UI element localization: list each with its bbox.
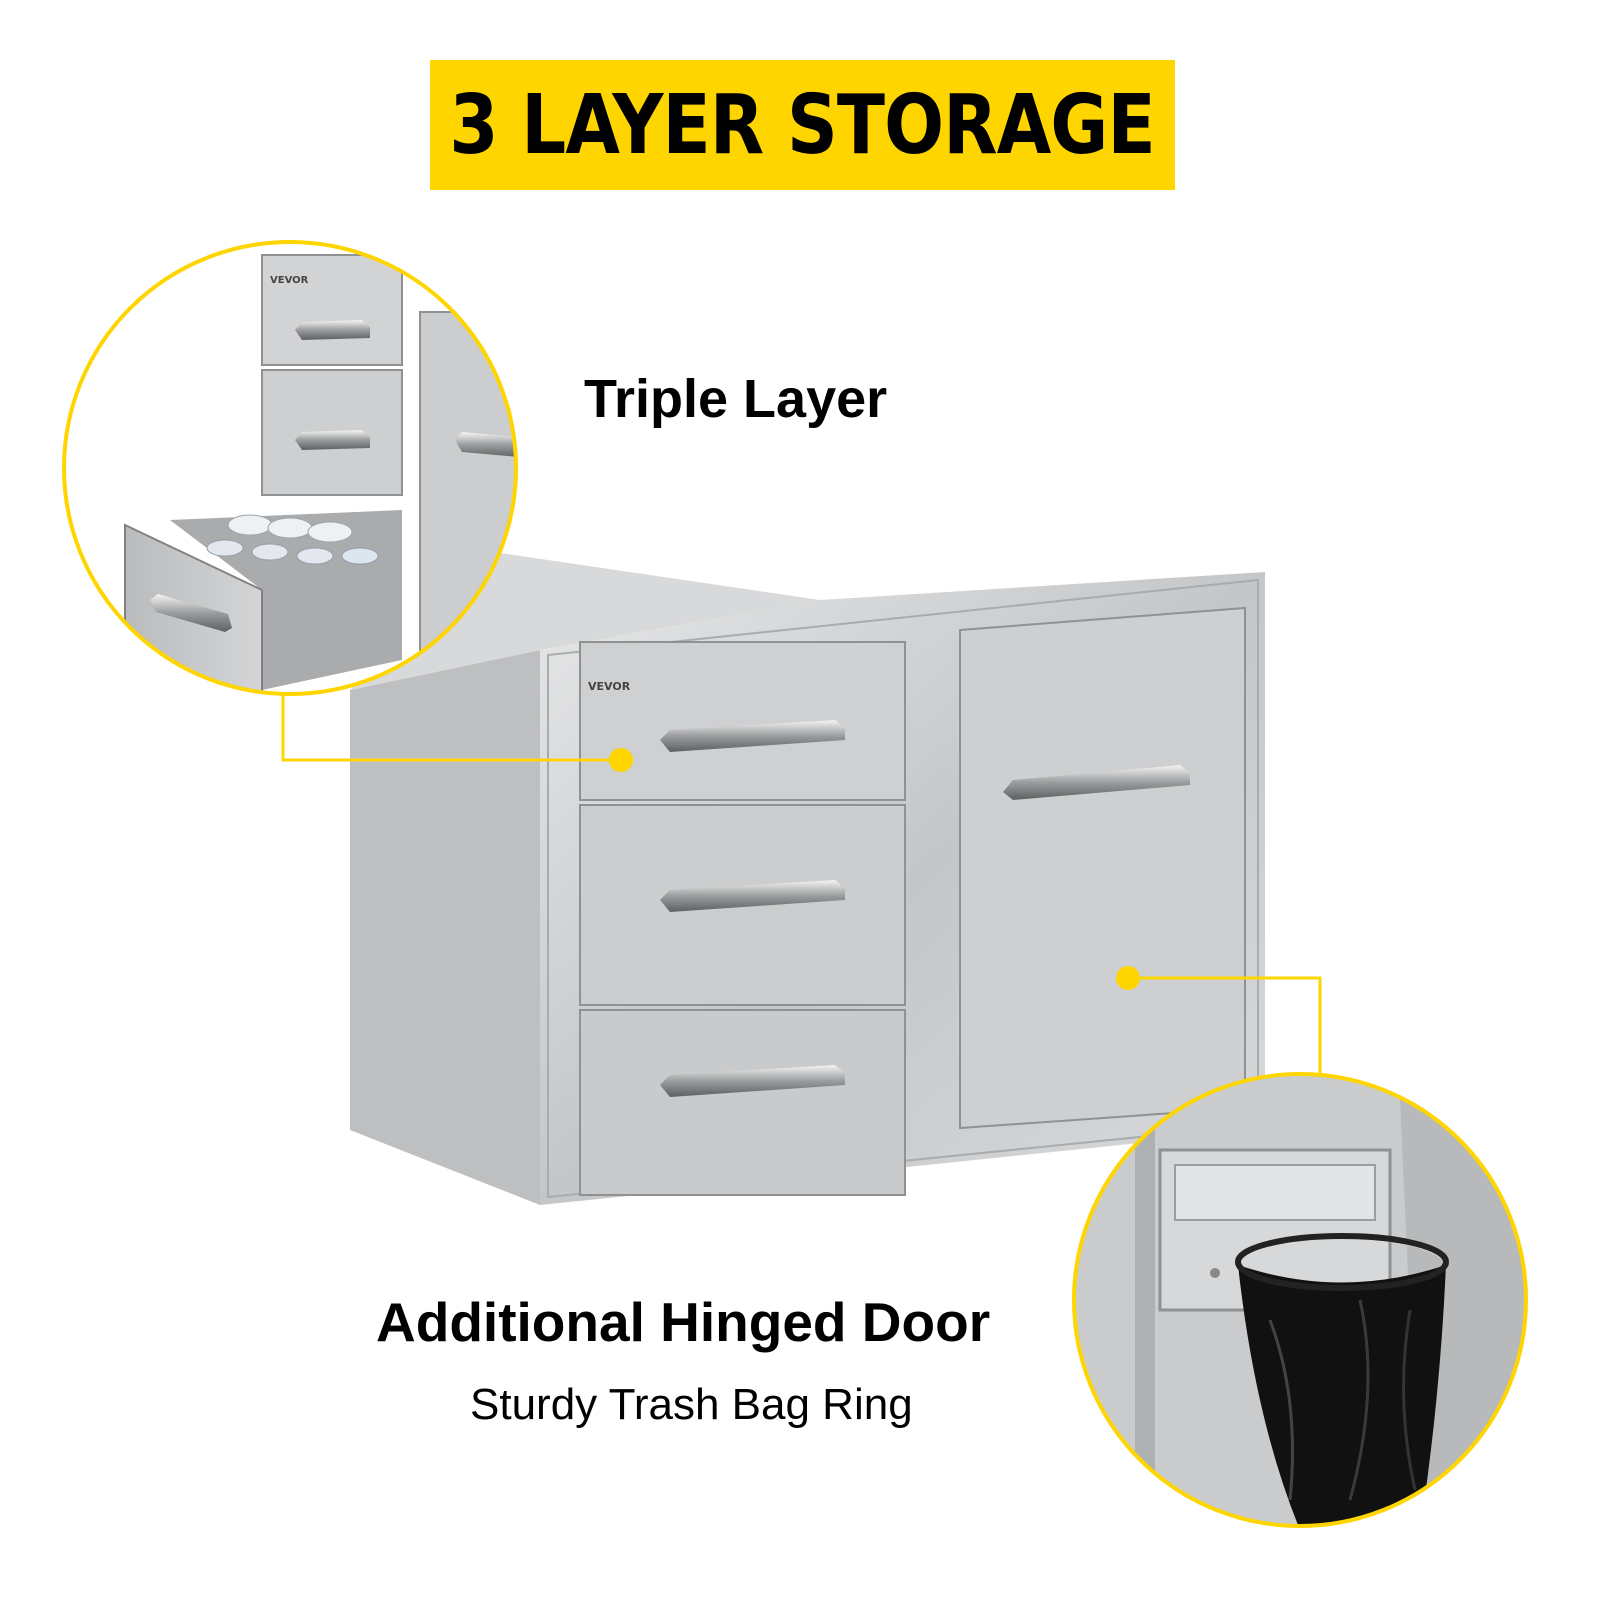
- callout-dot-door: [1116, 966, 1140, 990]
- drawer-middle[interactable]: [579, 804, 906, 1006]
- title-banner: 3 LAYER STORAGE: [430, 60, 1175, 190]
- hinged-door-label: Additional Hinged Door: [376, 1291, 991, 1353]
- drawer-handle-top[interactable]: [660, 720, 845, 752]
- drawer-handle-bottom[interactable]: [660, 1065, 845, 1097]
- callout-lines: [281, 690, 1322, 1075]
- callout-dot-drawer: [609, 748, 633, 772]
- trash-ring-label: Sturdy Trash Bag Ring: [470, 1380, 913, 1429]
- drawer-handle-middle[interactable]: [660, 880, 845, 912]
- cabinet: VEVOR: [350, 550, 1265, 1205]
- trash-bag-ring: [1235, 1233, 1449, 1291]
- hinged-door[interactable]: [959, 606, 1246, 1130]
- drawer-inset: VEVOR: [62, 240, 518, 696]
- trash-bag: [1238, 1265, 1446, 1526]
- brand-logo: VEVOR: [588, 680, 631, 693]
- drawer-bottom[interactable]: [579, 1009, 906, 1196]
- drawer-top[interactable]: VEVOR: [579, 641, 906, 801]
- inset-brand-logo: VEVOR: [270, 275, 309, 286]
- triple-layer-label: Triple Layer: [584, 369, 888, 429]
- page-title: 3 LAYER STORAGE: [449, 77, 1156, 173]
- trash-ring-inset: [1072, 1072, 1528, 1528]
- door-handle[interactable]: [1003, 765, 1190, 800]
